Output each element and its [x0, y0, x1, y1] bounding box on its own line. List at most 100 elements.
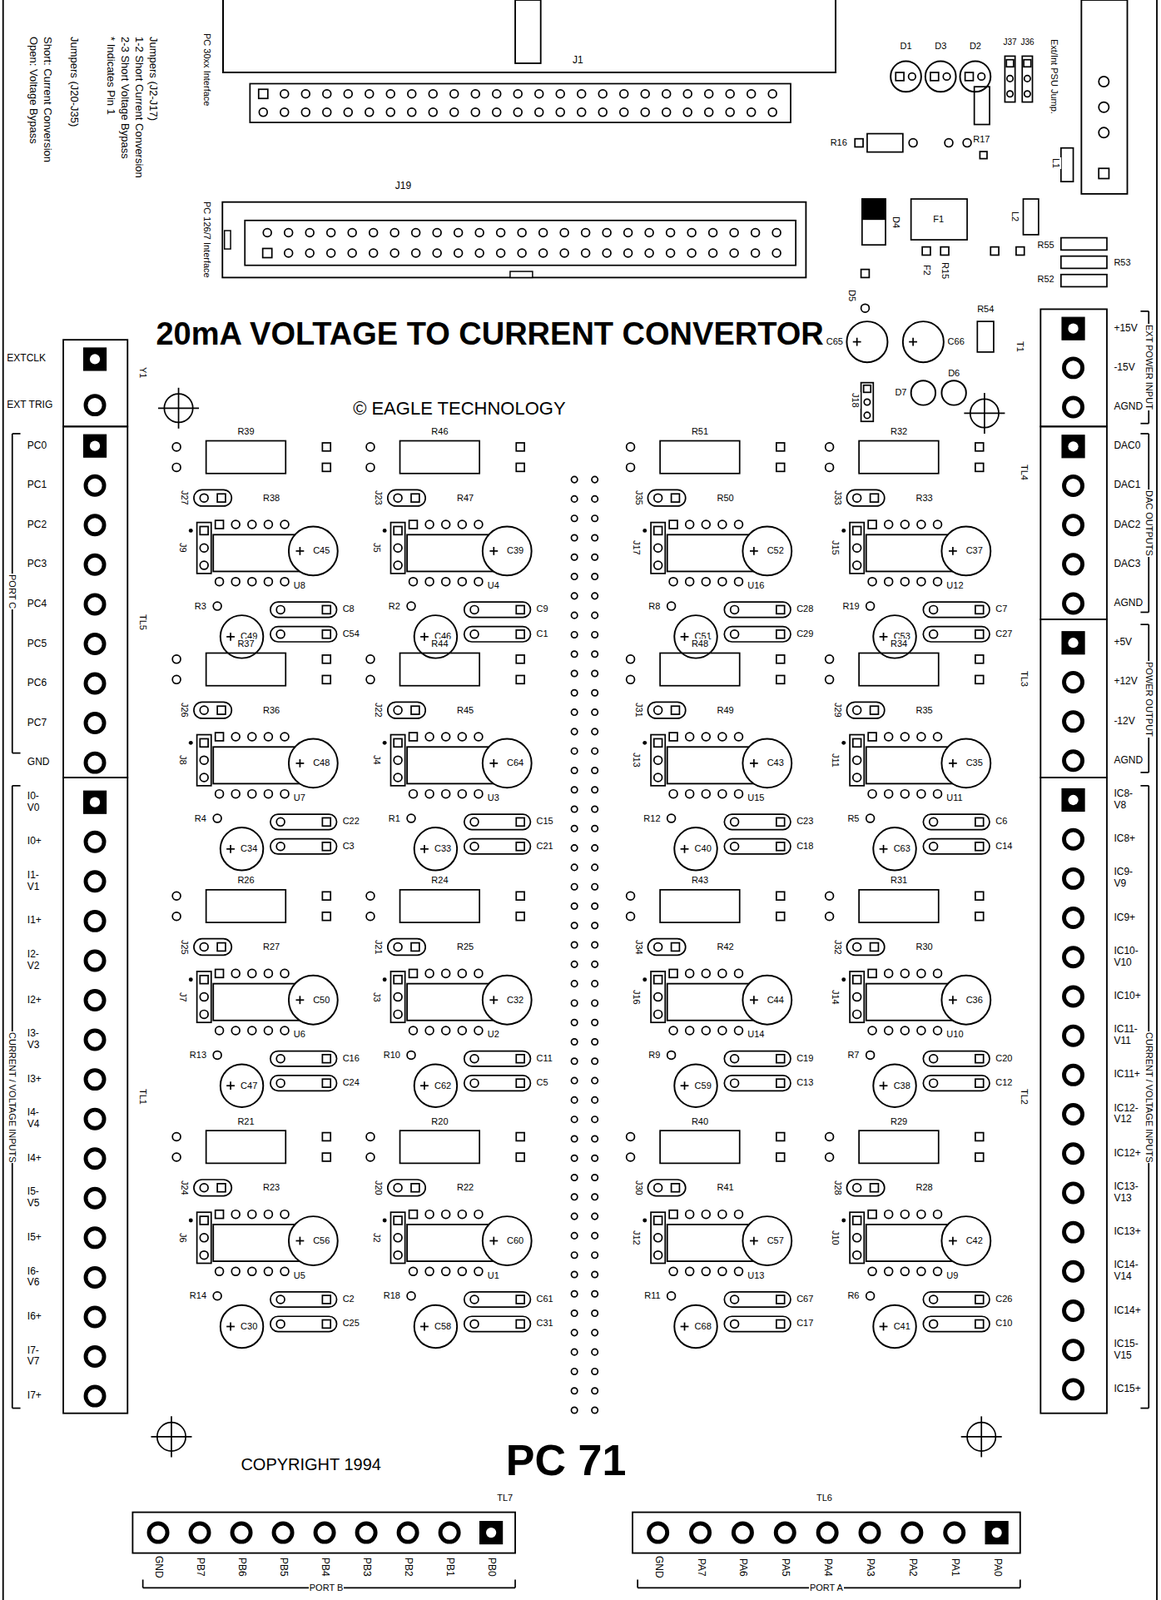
terminal-screw [84, 347, 107, 371]
jumper-2pin [193, 1179, 232, 1196]
terminal-label: PA3 [863, 1557, 876, 1578]
component-ref: R41 [716, 1181, 735, 1193]
pad [393, 755, 402, 765]
component-ref: C6 [994, 815, 1008, 827]
pad [366, 674, 375, 684]
pad [624, 228, 633, 238]
square-pad [975, 630, 984, 639]
terminal-label: EXTCLK [5, 352, 47, 365]
pad [231, 1266, 240, 1276]
component-ref: J13 [631, 751, 643, 769]
pad [284, 228, 293, 238]
pad [751, 248, 760, 258]
via [570, 1232, 577, 1239]
via [570, 883, 577, 890]
pad [900, 577, 909, 586]
pad [685, 1210, 695, 1219]
component-ref: R18 [382, 1290, 402, 1301]
pad [280, 789, 289, 799]
via [591, 709, 598, 715]
polarity-mark [952, 995, 954, 1004]
via [591, 611, 598, 618]
pad [432, 248, 442, 258]
pin1-dot [642, 528, 647, 533]
via [591, 496, 598, 502]
terminal-label: IC9- V9 [1112, 866, 1147, 890]
component-ref: U1 [486, 1270, 501, 1281]
component-ref: U2 [486, 1028, 501, 1040]
pad [747, 89, 756, 99]
component-ref: R21 [236, 1116, 255, 1127]
via [591, 825, 598, 832]
component-ref: U6 [292, 1028, 307, 1040]
pad [470, 630, 479, 639]
jumper-3pin [197, 1211, 212, 1263]
component-ref: U15 [746, 792, 765, 804]
pad [654, 543, 663, 552]
polarity-mark [229, 1081, 232, 1090]
component-ref: C11 [535, 1052, 554, 1064]
pad [231, 968, 240, 978]
square-pad [776, 1054, 785, 1063]
resistor-body [974, 86, 990, 125]
via [591, 863, 598, 870]
component-ref: C16 [342, 1052, 361, 1064]
via [591, 786, 598, 793]
square-pad [669, 732, 678, 741]
terminal-label: IC9+ [1112, 912, 1147, 924]
pad [276, 1078, 285, 1087]
pad [457, 1210, 467, 1219]
component-ref: C42 [965, 1235, 984, 1246]
component-ref: R7 [846, 1049, 860, 1061]
pad [654, 493, 663, 502]
square-pad [868, 732, 877, 741]
resistor-body [858, 1130, 939, 1163]
pad [425, 732, 434, 741]
component-ref: R25 [456, 941, 475, 953]
terminal-block [632, 1512, 1021, 1553]
square-pad [322, 1054, 331, 1063]
component-ref: C52 [766, 545, 785, 556]
via [570, 1038, 577, 1045]
square-pad [1016, 247, 1025, 256]
pad [231, 1210, 240, 1219]
jumper-3pin [391, 734, 406, 786]
pad [929, 817, 938, 826]
pin1-dot [382, 740, 387, 745]
terminal-label: -15V [1112, 362, 1147, 374]
pad [917, 1026, 926, 1035]
square-pad [215, 732, 224, 741]
pad [900, 1026, 909, 1035]
component-ref: R40 [690, 1116, 710, 1127]
pad [492, 89, 502, 99]
electrolytic-capacitor [220, 1304, 263, 1348]
component-ref: R6 [846, 1290, 860, 1301]
pad [457, 520, 467, 529]
pad [669, 1266, 678, 1276]
inductor-body [1022, 198, 1038, 235]
terminal-screw [903, 1523, 922, 1542]
film-capacitor [922, 601, 990, 617]
square-pad [322, 605, 331, 614]
pad [866, 1291, 875, 1300]
component-ref: C24 [342, 1076, 361, 1088]
pad [900, 789, 909, 799]
bracket [1140, 310, 1149, 313]
square-pad [776, 630, 785, 639]
polarity-mark [299, 759, 302, 768]
electrolytic-capacitor [414, 615, 457, 658]
component-ref: J25 [179, 938, 191, 956]
component-ref: C50 [312, 994, 331, 1006]
terminal-label: +5V [1112, 636, 1147, 649]
pad [884, 1026, 894, 1035]
component-ref: D5 [846, 288, 858, 303]
bracket [1140, 611, 1149, 614]
component-ref: U14 [746, 1028, 765, 1040]
diode-band [862, 198, 886, 220]
pad [701, 968, 710, 978]
polarity-mark [753, 1236, 755, 1246]
pad [199, 705, 209, 715]
pad [730, 817, 740, 826]
via [570, 805, 577, 812]
component-ref: R44 [430, 638, 449, 650]
